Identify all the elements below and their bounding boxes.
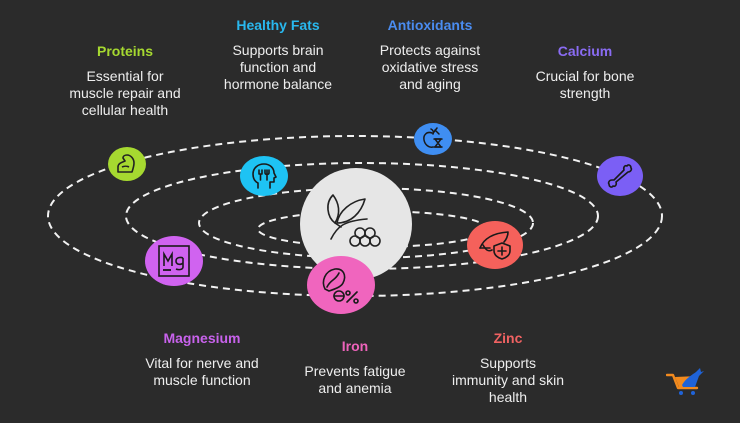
label-iron: Iron Prevents fatigue and anemia bbox=[265, 338, 445, 397]
label-desc-line: cellular health bbox=[81, 102, 169, 118]
leaf-shield-plus-icon bbox=[479, 231, 511, 260]
label-proteins: Proteins Essential for muscle repair and… bbox=[35, 43, 215, 119]
shopping-cart-logo-icon bbox=[665, 368, 704, 395]
label-title: Antioxidants bbox=[387, 17, 473, 33]
node-calcium[interactable] bbox=[597, 156, 643, 196]
label-desc-line: and aging bbox=[399, 76, 461, 92]
label-zinc: Zinc Supports immunity and skin health bbox=[418, 330, 598, 406]
label-antioxidants: Antioxidants Protects against oxidative … bbox=[340, 17, 520, 93]
label-desc-line: and anemia bbox=[318, 380, 392, 396]
shopping-cart-logo bbox=[665, 366, 706, 401]
label-desc-line: Supports bbox=[479, 355, 537, 371]
label-desc-line: Prevents fatigue bbox=[304, 363, 406, 379]
label-desc-line: function and bbox=[239, 59, 317, 75]
head-with-utensils-icon bbox=[252, 163, 277, 189]
node-zinc[interactable] bbox=[467, 221, 523, 269]
label-title: Proteins bbox=[96, 43, 153, 59]
label-healthy-fats: Healthy Fats Supports brain function and… bbox=[188, 17, 368, 93]
label-desc-line: health bbox=[488, 389, 528, 405]
label-desc-line: Protects against bbox=[379, 42, 481, 58]
orbit-second bbox=[125, 162, 599, 270]
leaf-and-berries-icon bbox=[327, 194, 381, 247]
label-desc-line: Supports brain bbox=[232, 42, 324, 58]
label-desc-line: strength bbox=[559, 85, 611, 101]
label-title: Healthy Fats bbox=[236, 17, 320, 33]
node-iron[interactable] bbox=[307, 256, 375, 314]
label-title: Magnesium bbox=[163, 330, 241, 346]
apple-hourglass-icon bbox=[423, 127, 443, 148]
label-magnesium: Magnesium Vital for nerve and muscle fun… bbox=[112, 330, 292, 389]
bone-icon bbox=[607, 164, 633, 188]
flexed-arm-icon bbox=[117, 154, 135, 173]
node-magnesium[interactable] bbox=[145, 236, 203, 286]
label-desc-line: Essential for bbox=[86, 68, 164, 84]
node-antioxidants[interactable] bbox=[414, 123, 452, 155]
label-calcium: Calcium Crucial for bone strength bbox=[495, 43, 675, 102]
label-desc-line: Crucial for bone bbox=[535, 68, 635, 84]
node-healthy-fats[interactable] bbox=[240, 156, 288, 196]
label-desc-line: oxidative stress bbox=[381, 59, 479, 75]
label-desc-line: muscle function bbox=[153, 372, 251, 388]
mg-element-icon bbox=[158, 245, 190, 277]
bean-percent-icon bbox=[322, 268, 359, 304]
label-title: Zinc bbox=[493, 330, 523, 346]
label-desc-line: hormone balance bbox=[223, 76, 333, 92]
label-desc-line: Vital for nerve and bbox=[145, 355, 259, 371]
label-title: Calcium bbox=[557, 43, 613, 59]
label-desc-line: muscle repair and bbox=[69, 85, 181, 101]
label-desc-line: immunity and skin bbox=[451, 372, 565, 388]
label-title: Iron bbox=[341, 338, 369, 354]
node-proteins[interactable] bbox=[108, 147, 146, 181]
